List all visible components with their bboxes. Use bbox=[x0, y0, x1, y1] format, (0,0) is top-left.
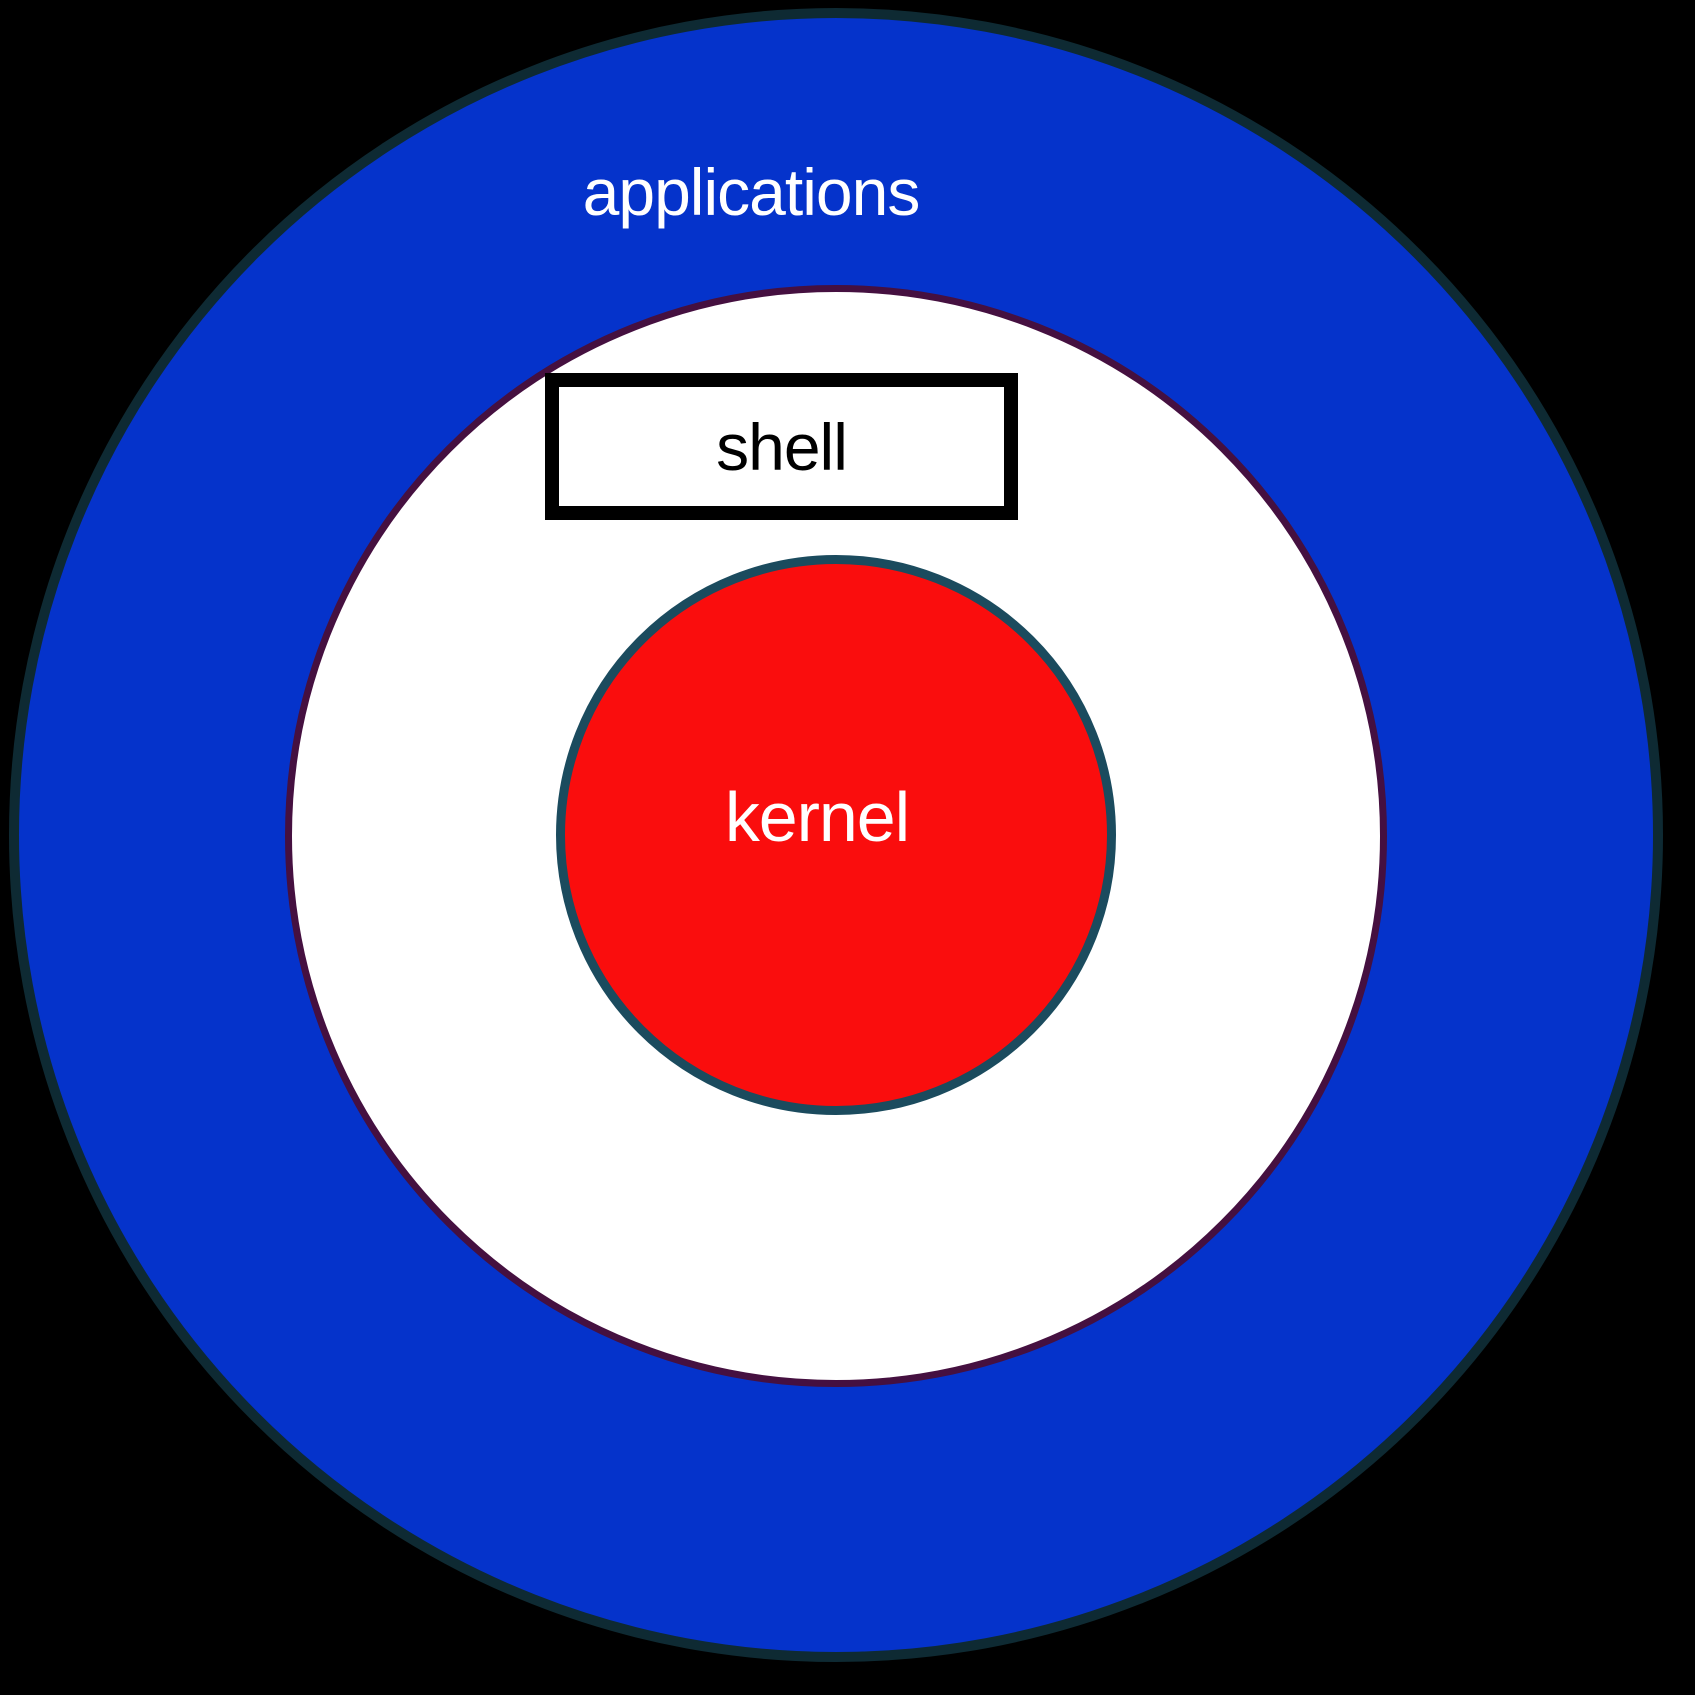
kernel-circle bbox=[556, 555, 1116, 1115]
applications-label: applications bbox=[582, 155, 921, 229]
shell-box: shell bbox=[545, 373, 1018, 520]
kernel-label: kernel bbox=[724, 778, 910, 856]
shell-label: shell bbox=[716, 409, 848, 484]
